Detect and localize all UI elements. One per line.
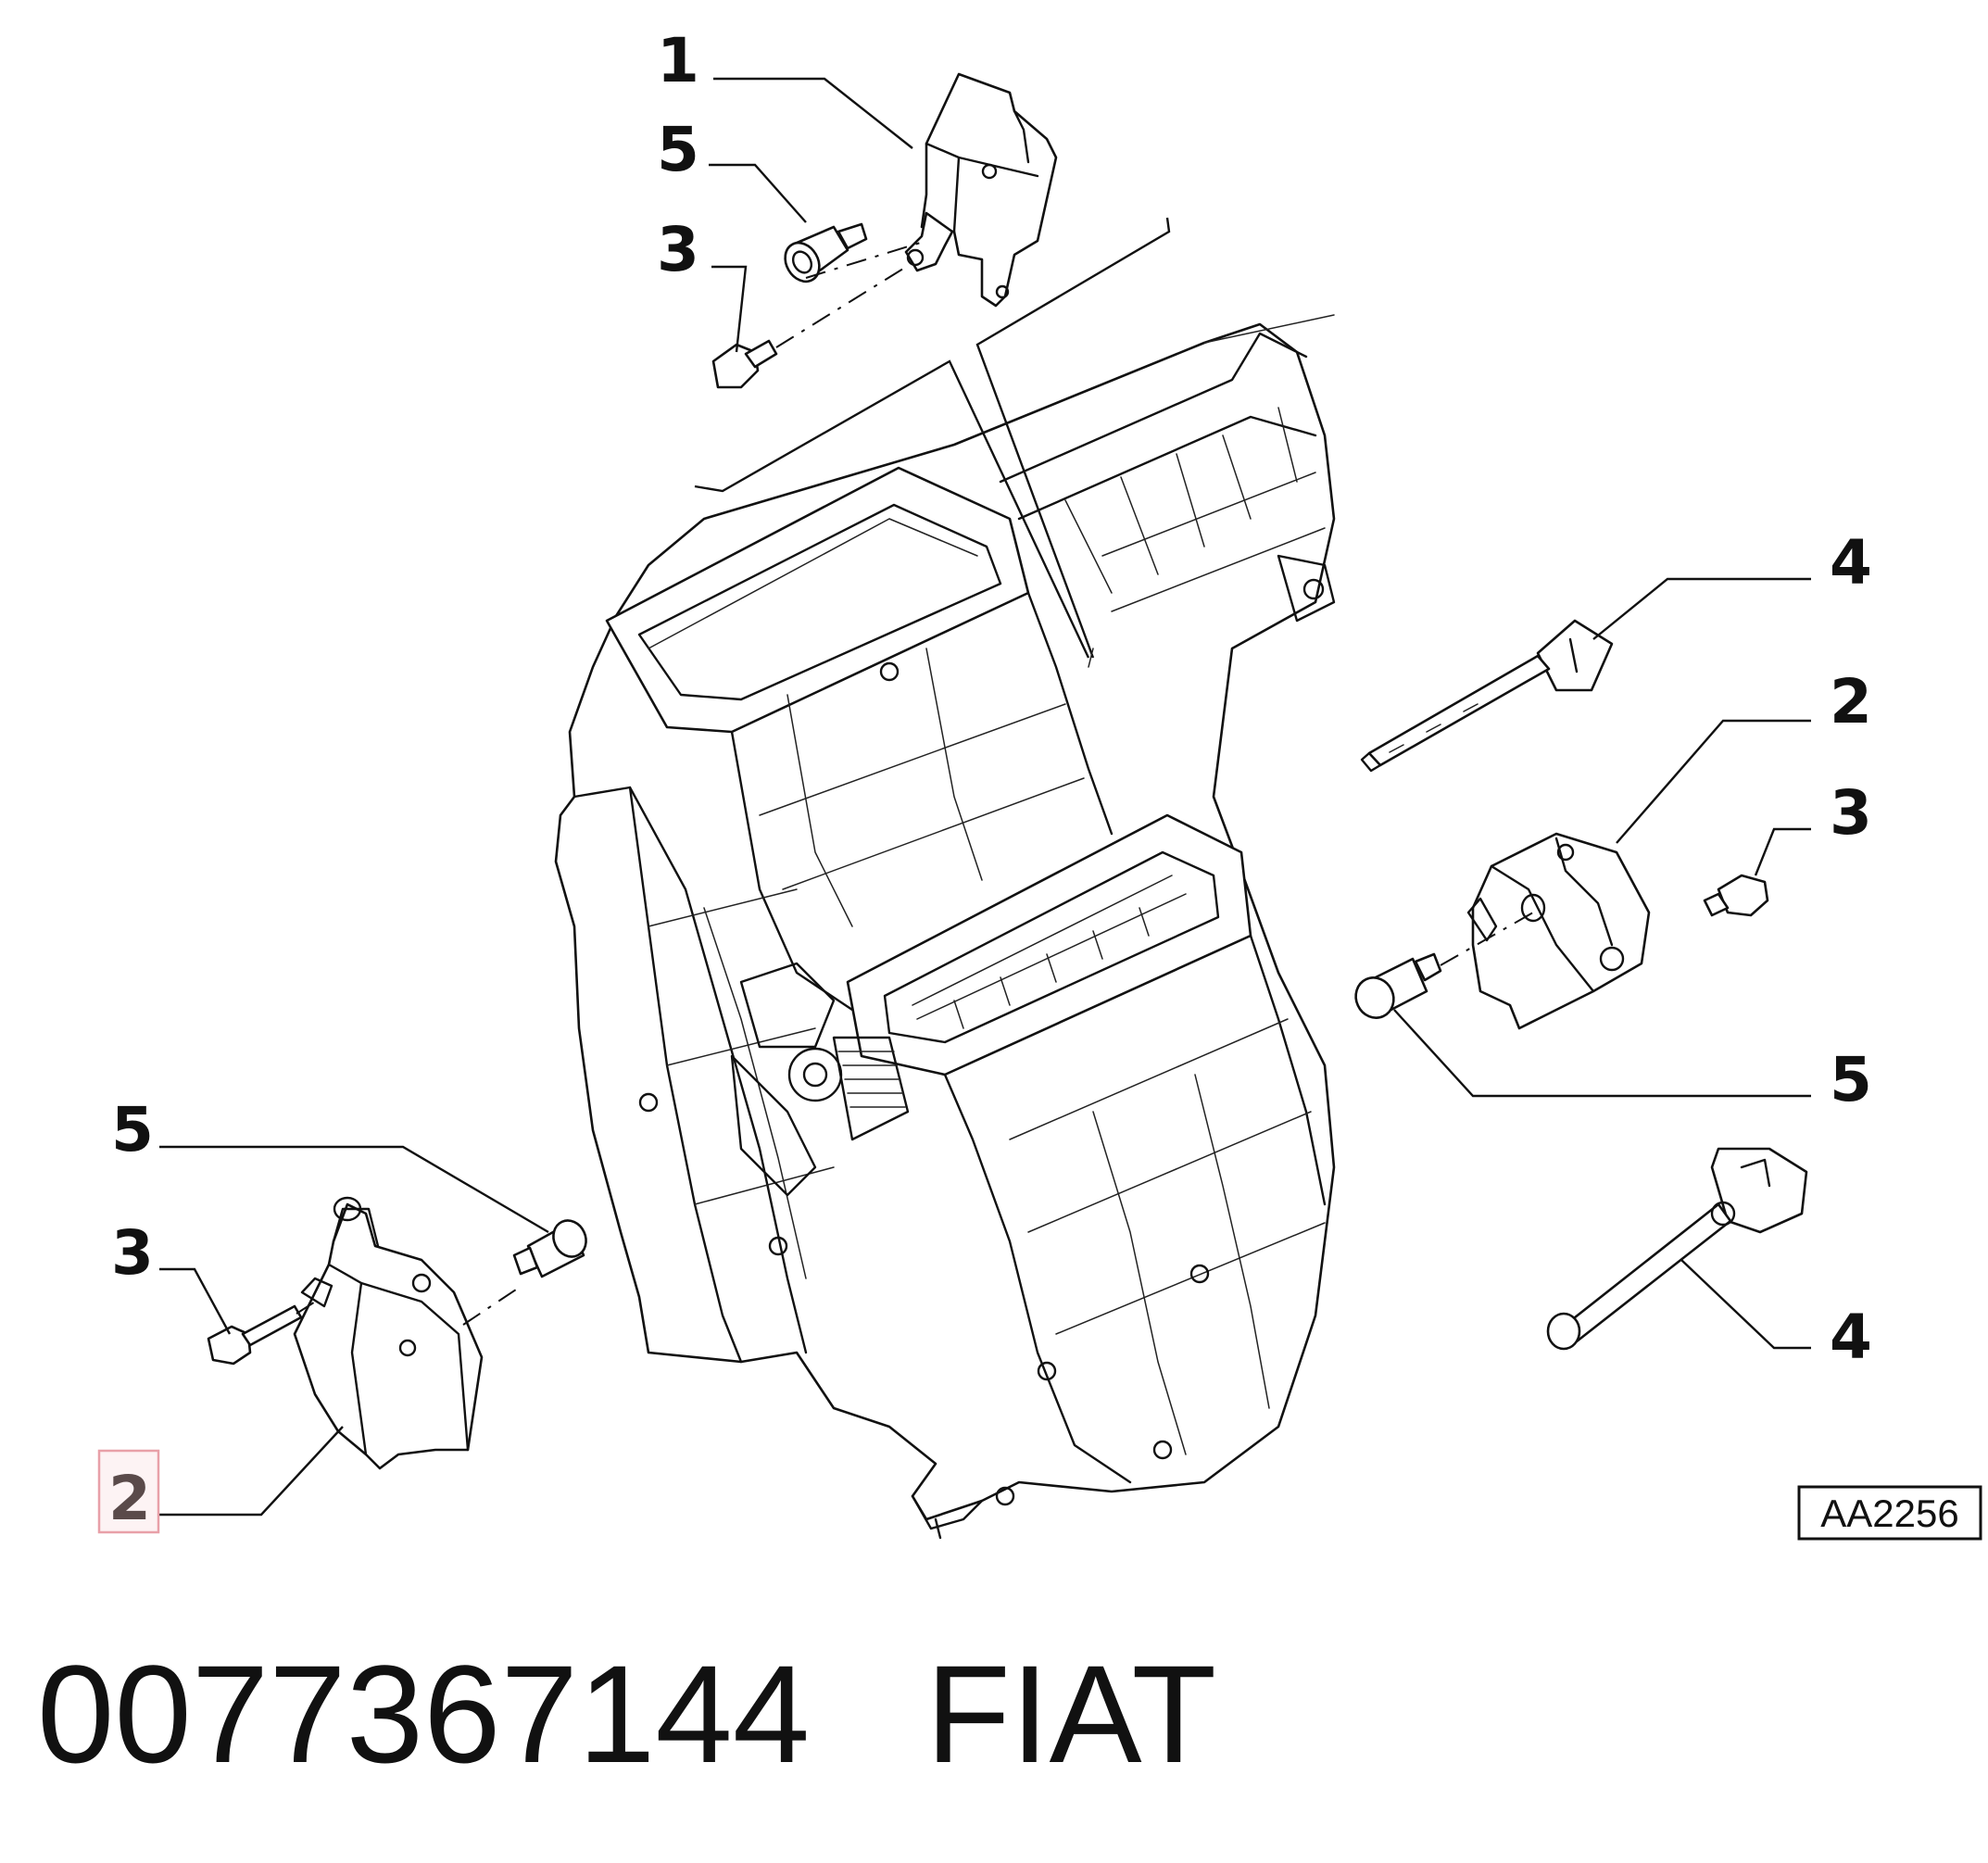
callout-4-lower: 4 — [1830, 1302, 1872, 1373]
leader-2-right — [1616, 719, 1811, 844]
callout-1-top: 1 — [657, 25, 699, 96]
section-guide-line — [694, 217, 1171, 659]
reference-code-box — [1797, 1485, 1982, 1541]
brand-name: FIAT — [925, 1636, 1217, 1792]
callout-2-highlight-box — [97, 1449, 160, 1534]
screw-top — [711, 339, 778, 389]
callout-5-right: 5 — [1830, 1044, 1872, 1115]
bushing-left — [512, 1219, 587, 1278]
leader-3-right — [1754, 827, 1811, 876]
assembly-axis-top-b — [775, 268, 904, 348]
leader-1-top — [713, 77, 913, 149]
leader-2-left — [159, 1426, 344, 1517]
assembly-axis-top-a — [805, 240, 927, 279]
assembly-axis-right — [1440, 912, 1534, 966]
callout-2-right: 2 — [1830, 666, 1872, 737]
screw-right — [1703, 874, 1769, 917]
callout-4-upper: 4 — [1830, 527, 1872, 598]
callout-3-top: 3 — [657, 214, 699, 285]
leader-5-left — [159, 1145, 549, 1234]
reference-code: AA2256 — [1820, 1492, 1958, 1535]
callout-3-left: 3 — [111, 1217, 154, 1289]
callout-3-right: 3 — [1830, 777, 1872, 849]
leader-3-top — [711, 265, 748, 353]
leader-4-upper — [1592, 577, 1811, 640]
callout-5-top: 5 — [657, 114, 699, 185]
actuator-right — [1466, 832, 1651, 1030]
screw-left — [207, 1304, 303, 1366]
leader-3-left — [159, 1267, 232, 1335]
leader-5-top — [709, 163, 807, 223]
actuator-left-highlighted — [293, 1196, 484, 1470]
sensor-upper — [1360, 619, 1614, 773]
bushing-top — [784, 222, 868, 283]
callout-5-left: 5 — [111, 1094, 154, 1165]
leader-4-lower — [1680, 1259, 1811, 1350]
assembly-axis-left-b — [296, 1298, 321, 1315]
bushing-right — [1354, 952, 1442, 1019]
exploded-parts-diagram: 1 5 3 4 2 3 5 4 5 3 2 AA2256 — [97, 25, 1982, 1541]
part-number-caption: 0077367144 FIAT — [37, 1644, 1216, 1783]
part-number: 0077367144 — [37, 1636, 811, 1792]
callout-2-left: 2 — [108, 1463, 151, 1534]
sensor-lower — [1546, 1147, 1808, 1351]
assembly-axis-left-a — [462, 1287, 520, 1326]
hvac-housing-assembly — [554, 314, 1336, 1540]
actuator-top — [904, 72, 1058, 308]
leader-5-right — [1393, 1009, 1811, 1098]
